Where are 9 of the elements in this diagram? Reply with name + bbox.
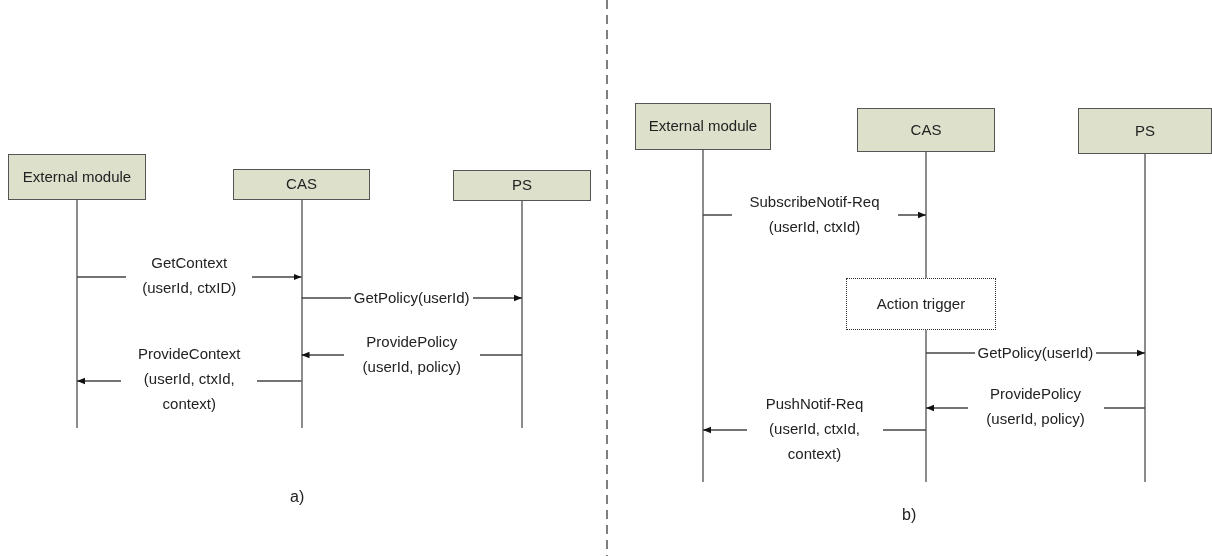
participant-box: CAS [857,108,995,152]
panel-caption: a) [290,488,305,506]
participant-box: PS [453,170,591,201]
participant-box: External module [635,103,771,150]
panel-caption: b) [902,506,917,524]
participant-box: External module [8,154,146,200]
participant-box: CAS [233,169,370,200]
action-box: Action trigger [846,278,996,330]
participant-box: PS [1078,108,1212,154]
